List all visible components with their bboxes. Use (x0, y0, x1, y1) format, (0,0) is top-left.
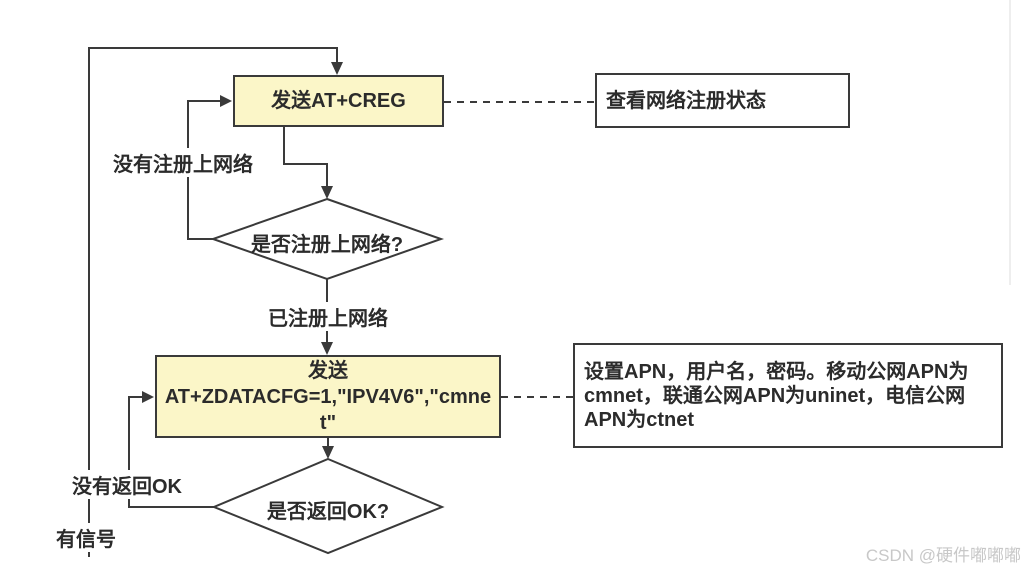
note-apn-settings: 设置APN，用户名，密码。移动公网APN为 cmnet，联通公网APN为unin… (573, 343, 1003, 448)
arrowhead-into-decision-registered (321, 186, 333, 199)
note-apn-settings-label: 设置APN，用户名，密码。移动公网APN为 cmnet，联通公网APN为unin… (584, 360, 969, 431)
arrowhead-into-send-creg-top (331, 62, 343, 75)
edge-label-registered: 已注册上网络 (266, 302, 390, 331)
connector-no-ok-loop (128, 396, 214, 508)
connector-has-signal-loop (88, 47, 338, 557)
process-send-creg-label: 发送AT+CREG (271, 90, 406, 112)
edge-label-no-ok: 没有返回OK (70, 470, 184, 499)
decision-registered-shape (209, 197, 445, 281)
process-send-zdatacfg: 发送 AT+ZDATACFG=1,"IPV4V6","cmne t" (155, 355, 501, 438)
arrowhead-into-send-creg-left (220, 95, 232, 107)
arrowhead-into-send-zdatacfg-top (321, 342, 333, 355)
process-send-zdatacfg-label: 发送 AT+ZDATACFG=1,"IPV4V6","cmne t" (164, 359, 492, 434)
arrowhead-into-decision-ok (322, 446, 334, 459)
arrowhead-into-send-zdatacfg-left (142, 391, 154, 403)
process-send-creg: 发送AT+CREG (233, 75, 444, 127)
edge-label-not-registered: 没有注册上网络 (111, 148, 255, 177)
edge-label-has-signal: 有信号 (54, 523, 118, 552)
note-check-registration: 查看网络注册状态 (595, 73, 850, 128)
note-check-registration-label: 查看网络注册状态 (606, 89, 766, 112)
decision-ok-shape (211, 457, 445, 555)
connector-creg-to-decision (283, 127, 328, 186)
csdn-watermark: CSDN @硬件嘟嘟嘟 (865, 546, 1021, 565)
